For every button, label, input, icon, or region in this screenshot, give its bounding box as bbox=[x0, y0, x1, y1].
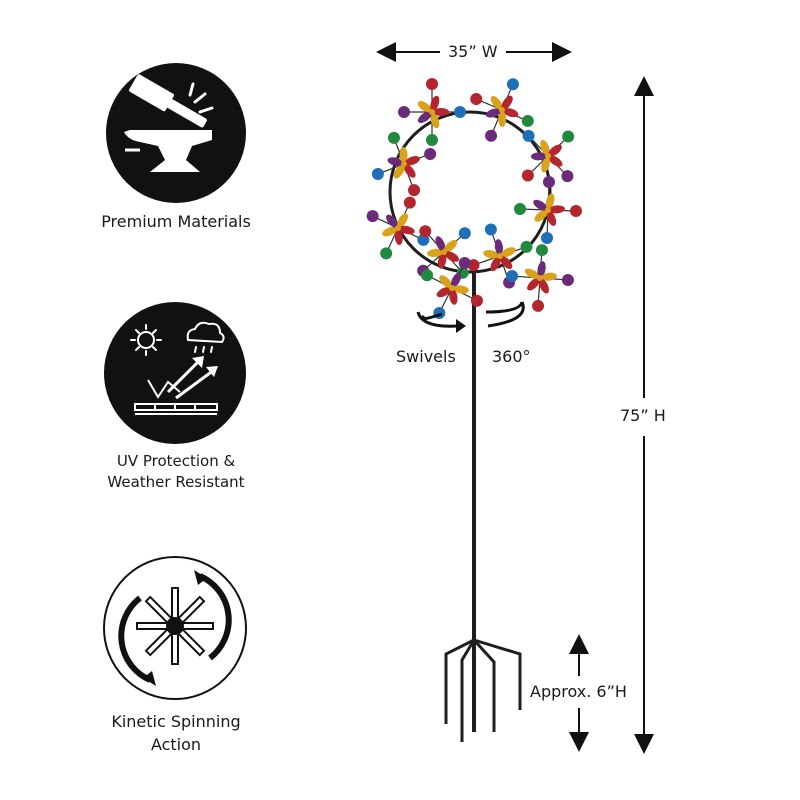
spinner-cluster bbox=[417, 225, 471, 279]
width-label: 35” W bbox=[448, 42, 498, 61]
spinner-cluster bbox=[371, 131, 437, 197]
feature-label-premium: Premium Materials bbox=[101, 212, 251, 231]
feature-label-uv: UV Protection & bbox=[116, 452, 236, 470]
spinner-cluster bbox=[366, 196, 430, 260]
height-label: 75” H bbox=[620, 406, 666, 425]
spinner-clusters bbox=[366, 78, 582, 319]
ring bbox=[388, 110, 552, 274]
spinner-cluster bbox=[398, 78, 466, 146]
stake-height-label: Approx. 6”H bbox=[530, 682, 627, 701]
wind-spinner-product bbox=[366, 78, 582, 742]
spinner-cluster bbox=[506, 244, 574, 312]
sun-cloud-uv-icon bbox=[104, 302, 246, 444]
anvil-hammer-icon bbox=[106, 63, 246, 203]
stake-legs bbox=[444, 638, 522, 742]
spinner-cluster bbox=[470, 78, 534, 142]
spinner-cluster bbox=[514, 176, 582, 244]
swivel-rotation-arrow bbox=[416, 301, 525, 333]
feature-label-weather: Weather Resistant bbox=[107, 473, 245, 491]
spinning-arrows-icon bbox=[103, 556, 247, 700]
spinner-cluster bbox=[421, 257, 483, 319]
swivel-label: Swivels bbox=[396, 347, 456, 366]
feature-label-kinetic: Kinetic Spinning bbox=[111, 712, 241, 731]
feature-label-action: Action bbox=[150, 735, 202, 754]
spinner-cluster bbox=[467, 223, 533, 289]
spinner-cluster bbox=[521, 129, 575, 183]
swivel-degrees-label: 360° bbox=[492, 347, 531, 366]
